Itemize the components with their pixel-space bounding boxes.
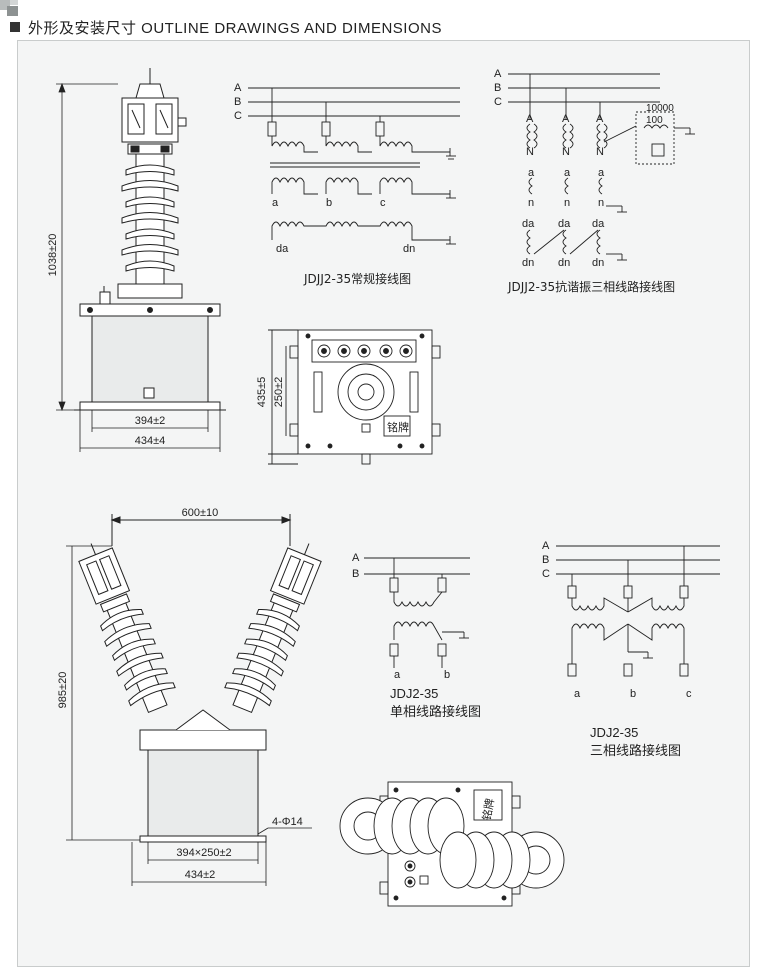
jdjj-res-sec-top-1: a [528,167,535,179]
jdj-three-diagram [556,545,720,677]
bottom-spacing-dim: 600±10 [182,507,219,519]
jdjj-normal-sec-b: b [326,197,332,209]
jdj-single-sec-a: a [394,669,401,681]
jdjj-res-ratio-bottom: 100 [646,115,663,126]
jdjj-res-delta-top-1: da [522,218,535,230]
jdj-three-sec-c: c [686,688,692,700]
jdjj-res-sec-bot-3: n [598,197,604,209]
top-unit-side-view [74,68,226,411]
jdjj-res-delta-bot-3: dn [592,257,604,269]
jdjj-res-prim-top-3: A [596,113,604,125]
jdjj-res-delta-bot-2: dn [558,257,570,269]
jdj-single-phase-b: B [352,568,359,580]
jdjj-res-phase-b: B [494,82,501,94]
jdjj-res-prim-bot-2: N [562,146,570,158]
jdjj-res-sec-bot-1: n [528,197,534,209]
jdjj-normal-da: da [276,243,289,255]
bottom-unit-plan-view [339,781,565,907]
top-unit-dimensions [56,82,221,452]
jdjj-res-sec-top-3: a [598,167,605,179]
jdjj-res-phase-a: A [494,68,502,80]
jdj-three-phase-c: C [542,568,550,580]
section-header: 外形及安装尺寸 OUTLINE DRAWINGS AND DIMENSIONS [10,16,442,38]
corner-mark-icon [0,0,18,16]
top-width-outer-dim: 434±4 [135,435,166,447]
section-title: 外形及安装尺寸 OUTLINE DRAWINGS AND DIMENSIONS [28,19,442,37]
jdjj-res-prim-bot-1: N [526,146,534,158]
jdj-three-caption-model: JDJ2-35 [590,725,638,740]
bottom-unit-side-view [78,514,322,843]
jdjj-res-delta-top-2: da [558,218,571,230]
jdjj-normal-phase-a: A [234,82,242,94]
bottom-unit-dimensions [66,545,312,886]
header-square-icon [10,22,20,32]
jdjj-res-prim-top-2: A [562,113,570,125]
jdjj-res-delta-top-3: da [592,218,605,230]
plan-inner-dim: 250±2 [273,377,285,408]
jdj-single-phase-a: A [352,552,360,564]
top-unit-plan-view [268,329,441,465]
bottom-height-dim: 985±20 [57,672,69,709]
jdj-three-phase-a: A [542,540,550,552]
top-height-dim: 1038±20 [47,234,59,277]
jdj-three-phase-b: B [542,554,549,566]
jdjj-normal-caption: JDJJ2-35常规接线图 [303,271,411,286]
top-width-inner-dim: 394±2 [135,415,166,427]
jdjj-resonance-diagram [508,73,695,261]
jdjj-res-ratio-top: 10000 [646,103,674,114]
bottom-hole-dim: 4-Φ14 [272,816,303,828]
jdj-three-sec-a: a [574,688,581,700]
jdjj-normal-sec-a: a [272,197,279,209]
jdjj-resonance-caption: JDJJ2-35抗谐振三相线路接线图 [507,279,675,294]
jdjj-res-delta-bot-1: dn [522,257,534,269]
jdjj-res-prim-top-1: A [526,113,534,125]
jdjj-normal-phase-b: B [234,96,241,108]
plan-nameplate: 铭牌 [387,420,409,434]
jdjj-res-sec-bot-2: n [564,197,570,209]
bottom-base-outer-dim: 434±2 [185,869,216,881]
plan-outer-dim: 435±5 [256,377,268,408]
jdj-three-sec-b: b [630,688,636,700]
jdj-single-caption-text: 单相线路接线图 [390,704,481,720]
jdjj-normal-sec-c: c [380,197,386,209]
jdjj-normal-phase-c: C [234,110,242,122]
bottom-plan-nameplate: 铭牌 [479,797,497,821]
jdj-single-sec-b: b [444,669,450,681]
bottom-base-inner-dim: 394×250±2 [176,847,231,859]
jdjj-res-prim-bot-3: N [596,146,604,158]
jdjj-normal-diagram [248,87,460,245]
jdj-single-caption-model: JDJ2-35 [390,686,438,701]
jdjj-res-sec-top-2: a [564,167,571,179]
jdj-three-caption-text: 三相线路接线图 [590,743,681,759]
jdj-single-diagram [364,557,470,668]
jdjj-res-phase-c: C [494,96,502,108]
jdjj-normal-dn: dn [403,243,415,255]
